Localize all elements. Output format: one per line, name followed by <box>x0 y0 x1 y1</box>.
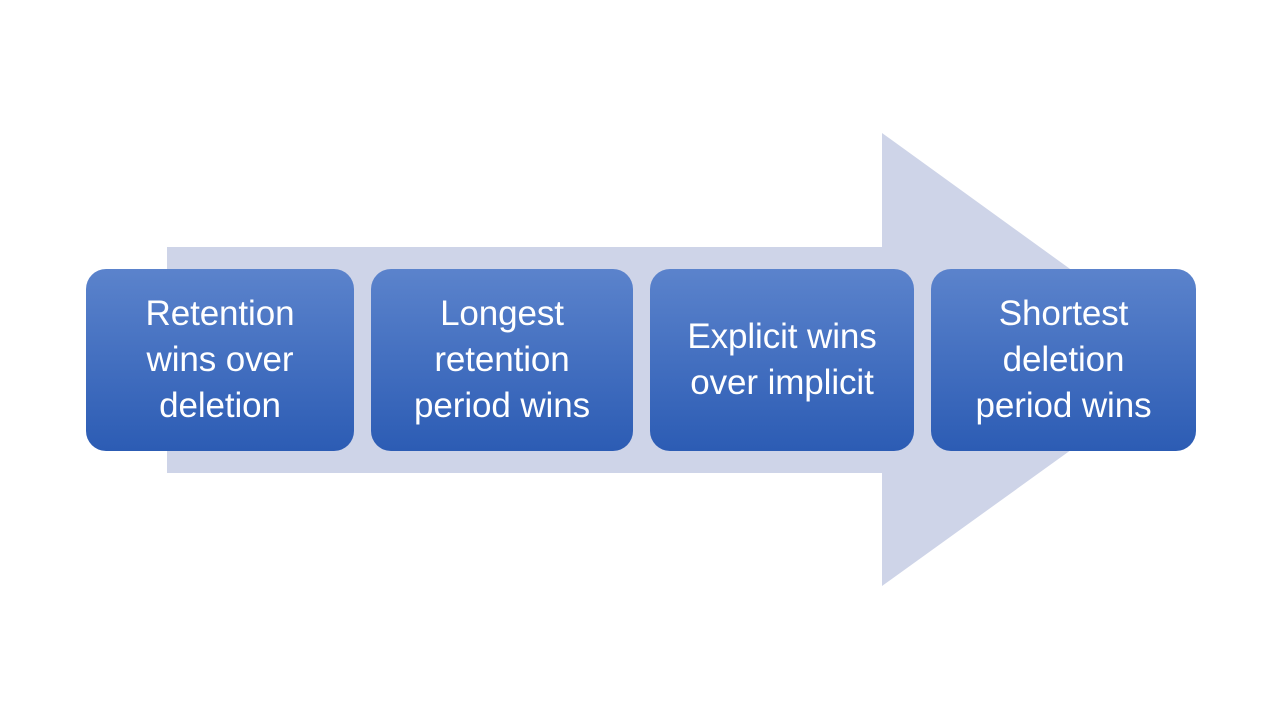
process-step-row: Retention wins over deletion Longest ret… <box>86 269 1196 451</box>
process-step-1[interactable]: Retention wins over deletion <box>86 269 354 451</box>
process-step-4[interactable]: Shortest deletion period wins <box>931 269 1196 451</box>
process-step-2[interactable]: Longest retention period wins <box>371 269 633 451</box>
process-step-1-label: Retention wins over deletion <box>145 294 295 425</box>
process-step-3[interactable]: Explicit wins over implicit <box>650 269 914 451</box>
process-step-3-label: Explicit wins over implicit <box>687 317 877 402</box>
process-step-2-label: Longest retention period wins <box>414 294 590 425</box>
process-step-4-label: Shortest deletion period wins <box>975 294 1152 425</box>
